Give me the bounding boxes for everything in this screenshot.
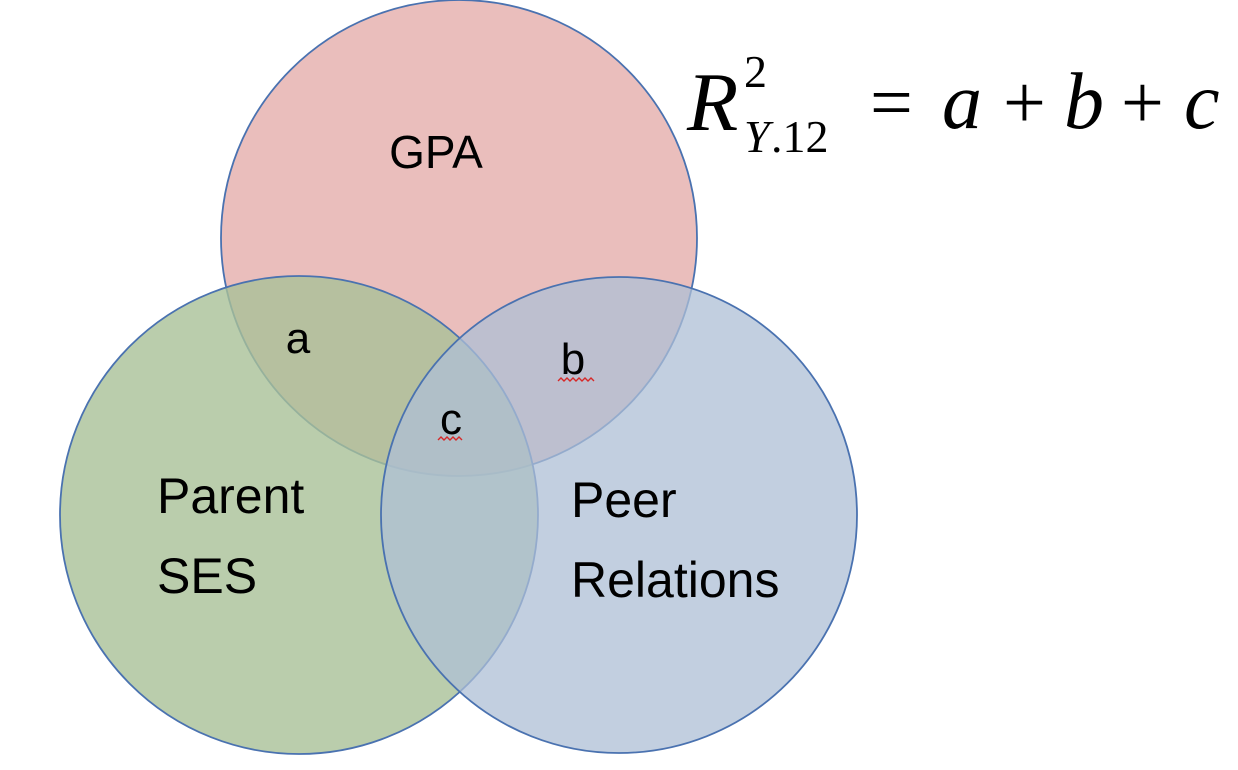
label-parent-line2: SES	[157, 548, 257, 604]
label-gpa: GPA	[389, 126, 483, 178]
region-a-label: a	[286, 314, 311, 363]
label-peer-line1: Peer	[571, 472, 677, 528]
spellcheck-squiggle-c	[437, 436, 463, 441]
equation-term-a: a	[942, 58, 982, 146]
equation-subscript-num: .12	[771, 111, 829, 162]
equation-equals: =	[870, 61, 913, 145]
equation-term-c: c	[1184, 58, 1220, 146]
equation: R 2 Y .12 = a + b + c	[686, 46, 1220, 162]
circle-peer-relations	[380, 276, 858, 754]
equation-superscript: 2	[744, 46, 767, 97]
equation-plus-1: +	[1003, 61, 1046, 145]
label-parent-line1: Parent	[157, 468, 304, 524]
equation-plus-2: +	[1121, 61, 1164, 145]
region-b-label: b	[561, 335, 585, 384]
equation-subscript-y: Y	[744, 111, 774, 162]
spellcheck-squiggle-b	[557, 377, 595, 382]
region-c-label: c	[440, 395, 462, 444]
label-peer-line2: Relations	[571, 552, 779, 608]
equation-term-b: b	[1064, 58, 1104, 146]
equation-r: R	[686, 56, 738, 149]
